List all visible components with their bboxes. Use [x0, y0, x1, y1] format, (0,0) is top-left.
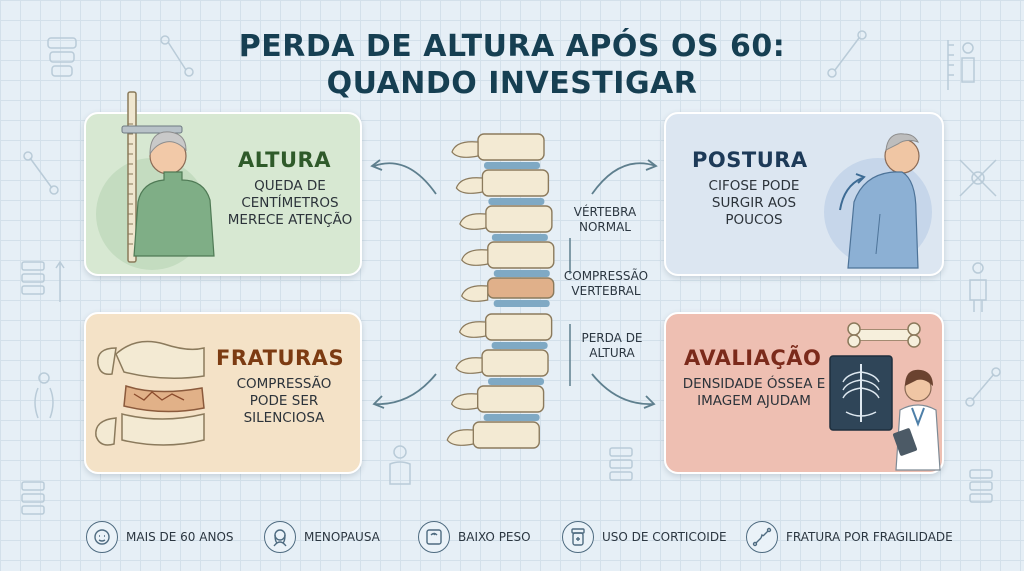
- person-bg-icon-3: [389, 445, 411, 485]
- person-bg-icon-2: [34, 372, 54, 419]
- intervertebral-disc: [488, 198, 545, 205]
- risk-factor-label: MAIS DE 60 ANOS: [126, 530, 234, 544]
- vertebra-process: [459, 213, 487, 230]
- card-avaliacao: AVALIAÇÃO DENSIDADE ÓSSEA E IMAGEM AJUDA…: [664, 312, 944, 474]
- bone-bg-icon: [160, 35, 194, 77]
- risk-factor-label: BAIXO PESO: [458, 530, 531, 544]
- elderly-face-icon: [86, 521, 118, 553]
- bone-bg-icon-3: [23, 151, 59, 195]
- vertebra-process: [446, 429, 474, 446]
- vertebra-process: [461, 249, 489, 266]
- card-avaliacao-text: DENSIDADE ÓSSEA E IMAGEM AJUDAM: [682, 376, 826, 409]
- card-postura-title: POSTURA: [692, 148, 808, 172]
- vertebra: [476, 385, 545, 413]
- page-title: PERDA DE ALTURA APÓS OS 60: QUANDO INVES…: [0, 28, 1024, 102]
- vertebra-process: [451, 141, 479, 158]
- xray-doctor-illustration: [829, 355, 941, 471]
- intervertebral-disc: [491, 234, 548, 241]
- broken-bone-icon: [746, 521, 778, 553]
- title-line-1: PERDA DE ALTURA APÓS OS 60:: [238, 29, 786, 64]
- spine-bg-icon-4: [609, 447, 633, 481]
- arrow-to-altura: [370, 159, 437, 195]
- risk-factor-item: BAIXO PESO: [418, 520, 531, 554]
- card-altura-text: QUEDA DE CENTÍMETROS MERECE ATENÇÃO: [227, 178, 353, 228]
- pill-bottle-icon: [562, 521, 594, 553]
- vertebra: [481, 349, 549, 377]
- bone-bg-icon-2: [827, 30, 867, 78]
- intervertebral-disc: [493, 270, 550, 277]
- vertebra-process: [455, 357, 483, 374]
- vertebra: [485, 205, 553, 233]
- card-postura: POSTURA CIFOSE PODE SURGIR AOS POUCOS: [664, 112, 944, 276]
- vertebra: [481, 169, 550, 197]
- vertebra-process: [455, 177, 483, 194]
- kyphosis-posture-illustration: [824, 133, 932, 269]
- vertebra: [487, 241, 555, 269]
- arrow-to-fraturas: [372, 373, 437, 409]
- label-vertebra-normal: VÉRTEBRA NORMAL: [573, 205, 637, 234]
- spine-bg-icon-2: [21, 260, 65, 302]
- card-fraturas: FRATURAS COMPRESSÃO PODE SER SILENCIOSA: [84, 312, 362, 474]
- intervertebral-disc: [488, 378, 545, 385]
- fractured-vertebra: [486, 277, 555, 299]
- vertebra-process: [458, 321, 487, 338]
- arrow-to-postura: [591, 159, 658, 195]
- vertebra: [484, 313, 553, 341]
- intervertebral-disc: [483, 414, 540, 421]
- arrow-to-avaliacao: [591, 373, 656, 409]
- card-fraturas-text: COMPRESSÃO PODE SER SILENCIOSA: [236, 376, 332, 426]
- scale-icon: [418, 521, 450, 553]
- risk-factor-label: USO DE CORTICOIDE: [602, 530, 727, 544]
- risk-factor-item: MENOPAUSA: [264, 520, 380, 554]
- vertebra-process: [450, 393, 479, 410]
- label-compressao-vertebral: COMPRESSÃO VERTEBRAL: [563, 269, 649, 298]
- card-avaliacao-title: AVALIAÇÃO: [684, 346, 822, 370]
- ruler-bg-icon: [947, 40, 975, 90]
- vertebra-process: [461, 285, 489, 302]
- person-bg-icon: [969, 262, 987, 312]
- vertebra-fracture-illustration: [95, 340, 205, 446]
- card-altura-title: ALTURA: [238, 148, 331, 172]
- bone-icon: [847, 322, 921, 348]
- intervertebral-disc: [491, 342, 548, 349]
- card-altura: ALTURA QUEDA DE CENTÍMETROS MERECE ATENÇ…: [84, 91, 362, 276]
- vertebra: [477, 133, 545, 161]
- risk-factor-label: FRATURA POR FRAGILIDADE: [786, 530, 953, 544]
- spine-bg-icon-5: [969, 469, 993, 503]
- risk-factor-item: USO DE CORTICOIDE: [562, 520, 727, 554]
- risk-factor-item: FRATURA POR FRAGILIDADE: [746, 520, 953, 554]
- risk-factor-bar: MAIS DE 60 ANOS MENOPAUSA BAIXO PESO USO…: [86, 520, 956, 554]
- spine-bg-icon-3: [21, 481, 45, 515]
- bone-bg-icon-4: [965, 367, 1001, 407]
- title-line-2: QUANDO INVESTIGAR: [326, 66, 698, 101]
- spine-bg-icon: [47, 37, 77, 77]
- label-perda-altura: PERDA DE ALTURA: [581, 331, 643, 360]
- intervertebral-disc: [493, 300, 550, 307]
- woman-icon: [264, 521, 296, 553]
- risk-factor-item: MAIS DE 60 ANOS: [86, 520, 234, 554]
- intervertebral-disc: [484, 162, 540, 169]
- card-postura-text: CIFOSE PODE SURGIR AOS POUCOS: [708, 178, 800, 228]
- spine-illustration: [446, 133, 571, 449]
- risk-factor-label: MENOPAUSA: [304, 530, 380, 544]
- card-fraturas-title: FRATURAS: [216, 346, 345, 370]
- height-measurement-illustration: [96, 91, 215, 270]
- fracture-bg-icon: [959, 159, 997, 197]
- vertebra: [472, 421, 540, 449]
